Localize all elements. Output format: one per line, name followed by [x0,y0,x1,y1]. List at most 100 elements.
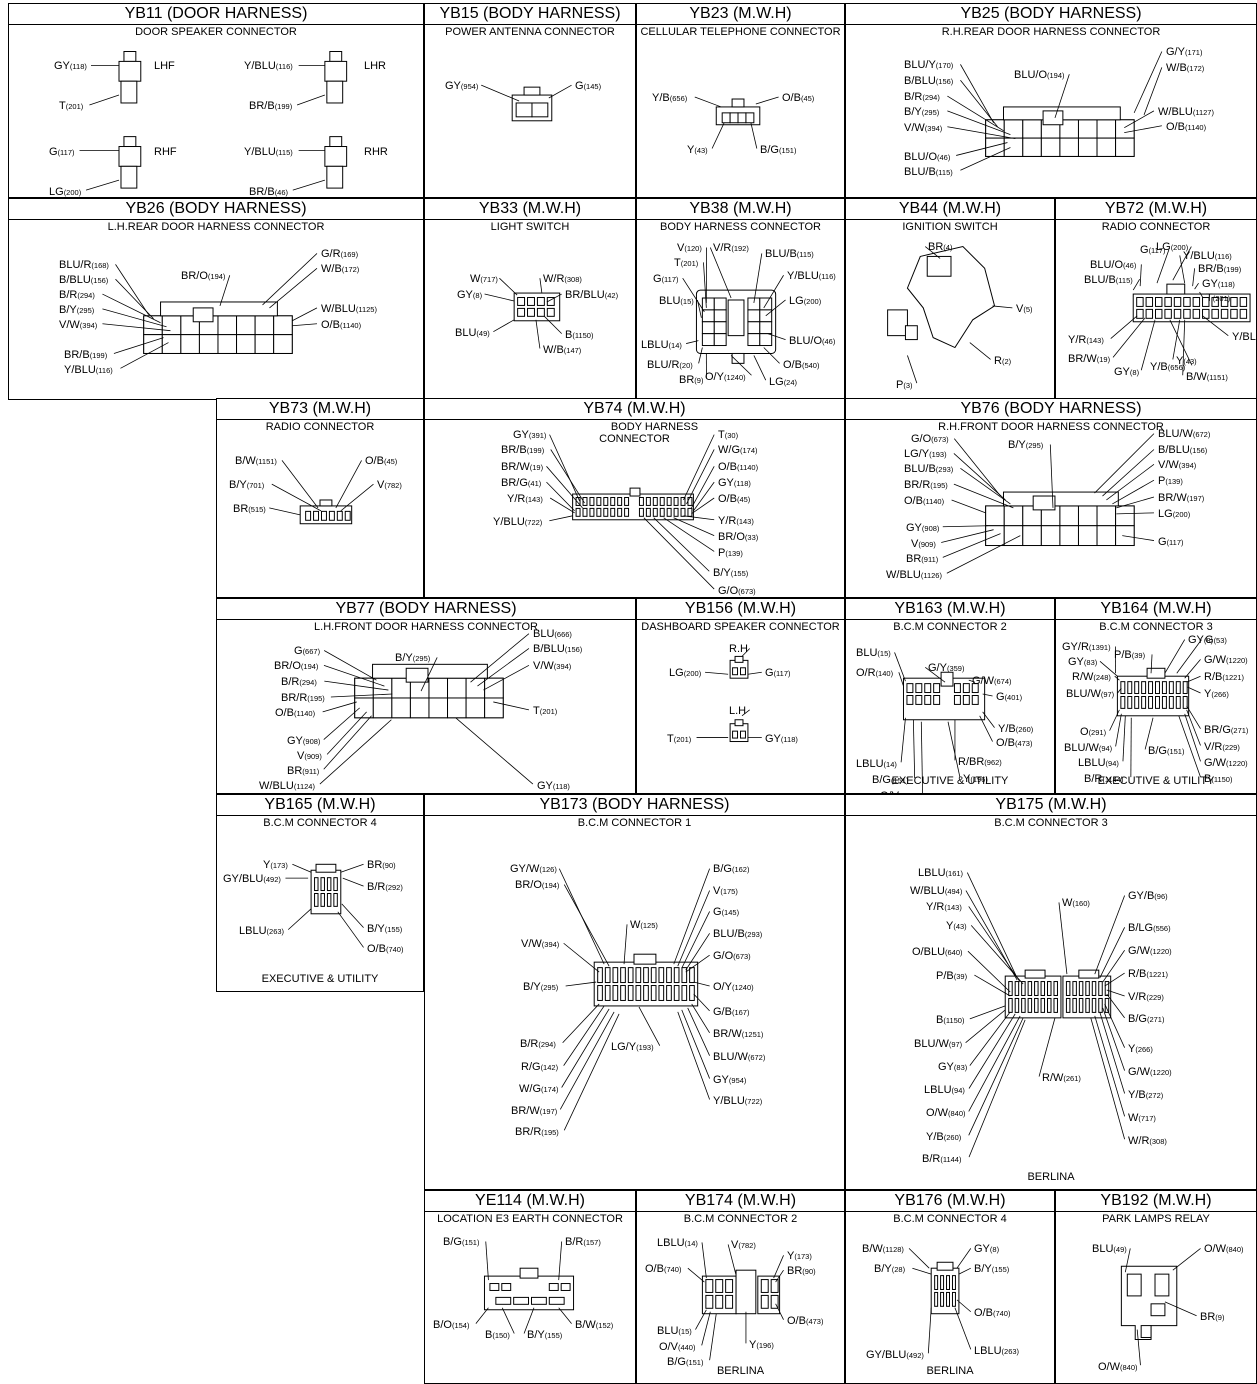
wire-color: B/Y [367,923,385,935]
wire-label: R/G(142) [521,1061,558,1074]
wire-label: V/W(394) [1158,459,1196,472]
wire-color: BLU [1092,1243,1114,1255]
circuit-number: (2) [1001,357,1012,366]
wire-color: GY [974,1243,990,1255]
connector-name: BODY HARNESS CONNECTOR [660,221,821,233]
circuit-number: (294) [299,678,317,687]
circuit-number: (115) [935,168,953,177]
wire-color: GY [457,289,473,301]
wire-color: Y/B [1128,1089,1146,1101]
wire-leader [773,1255,784,1279]
circuit-number: (143) [736,517,754,526]
wire-color: V/R [713,242,732,254]
wire-label: BR/G(271) [1204,724,1248,737]
wire-label: LG(200) [789,295,821,308]
wire-color: R [994,355,1002,367]
wire-label: BR(90) [367,859,396,872]
wire-color: G [49,146,58,158]
circuit-number: (150) [492,1331,510,1340]
wire-leader [1164,639,1186,674]
circuit-number: (911) [921,555,939,564]
circuit-number: (5) [1023,305,1033,314]
circuit-number: (1151) [1206,373,1228,382]
circuit-number: (97) [1100,690,1115,699]
wire-leader [1038,1017,1056,1077]
circuit-number: (1150) [1211,775,1233,784]
wire-leader [677,1011,710,1100]
circuit-number: (1140) [1184,123,1207,132]
wire-color: Y/BLU [64,364,96,376]
wire-color: B/R [520,1038,539,1050]
circuit-number: (8) [1129,368,1140,377]
wire-leader [335,460,362,509]
wire-color: G [653,273,662,285]
wire-color: BLU [455,327,477,339]
wire-leader [900,717,906,763]
wire-color: B/G [443,1236,462,1248]
wire-label: G(117) [765,667,791,680]
wire-label: V/R(192) [713,242,749,255]
wire-color: G/R [321,248,341,260]
wire-color: LG [669,667,684,679]
wire-label: BLU(666) [533,628,572,641]
wire-label: BR/O(194) [181,270,225,283]
wire-leader [942,533,1001,558]
wire-label: B/G(151) [1148,745,1184,758]
wire-label: BR/O(33) [718,531,758,544]
panel-title: YB38 (M.W.H) [637,199,844,220]
circuit-number: (199) [89,351,108,360]
wire-label: G(117) [1158,536,1184,549]
wire-label: V(782) [377,479,402,492]
circuit-number: (196) [970,775,988,784]
wire-color: W/G [718,444,740,456]
wire-color: O/B [645,1263,664,1275]
connector-name: B.C.M CONNECTOR 3 [994,817,1108,829]
circuit-number: (43) [953,922,967,931]
wire-leader [546,466,583,509]
wire-leader [323,707,360,740]
circuit-number: (46) [937,153,951,162]
connector-body [513,292,561,322]
wire-label: T(30) [718,429,738,442]
circuit-number: (260) [1015,725,1034,734]
wire-color: O/B [787,1315,806,1327]
wire-color: V/R [1204,741,1223,753]
wire-label: BLU/W(97) [914,1038,962,1051]
wire-leader [956,1299,972,1313]
circuit-number: (200) [1172,510,1191,519]
wire-label: B/Y(295) [1008,439,1043,452]
circuit-number: (118) [69,62,87,71]
circuit-number: (118) [552,782,570,791]
wire-label: Y(43) [946,920,967,933]
circuit-number: (261) [1063,1074,1081,1083]
wire-color: BR/W [501,461,530,473]
circuit-number: (46) [274,188,289,197]
circuit-number: (200) [1170,243,1189,252]
circuit-number: (168) [91,261,109,270]
wire-label: RHR [364,146,388,159]
wire-label: B/Y(295) [523,981,558,994]
connector-panel-yb77: YB77 (BODY HARNESS)L.H.FRONT DOOR HARNES… [216,598,636,794]
wire-label: Y/B(260) [998,723,1033,736]
wire-leader [755,96,779,105]
wire-label: BR/R(195) [515,1126,559,1139]
circuit-number: (473) [805,1317,824,1326]
circuit-number: (90) [802,1267,816,1276]
wire-color: BLU/W [914,1038,949,1050]
wire-label: BLU/B(293) [713,928,762,941]
wire-leader [1124,125,1162,134]
circuit-number: (199) [526,446,545,455]
circuit-number: (49) [476,329,490,338]
circuit-number: (263) [1001,1347,1020,1356]
wire-label: O/B(1140) [275,707,315,720]
circuit-number: (173) [794,1252,812,1261]
wire-color: B/R [281,676,300,688]
wire-leader [691,1003,710,1034]
circuit-number: (672) [1192,430,1211,439]
circuit-number: (19) [529,463,544,472]
wire-label: BR/B(199) [64,349,107,362]
wire-leader [673,517,715,536]
wire-color: Y/B [998,723,1016,735]
wire-leader [691,466,715,509]
